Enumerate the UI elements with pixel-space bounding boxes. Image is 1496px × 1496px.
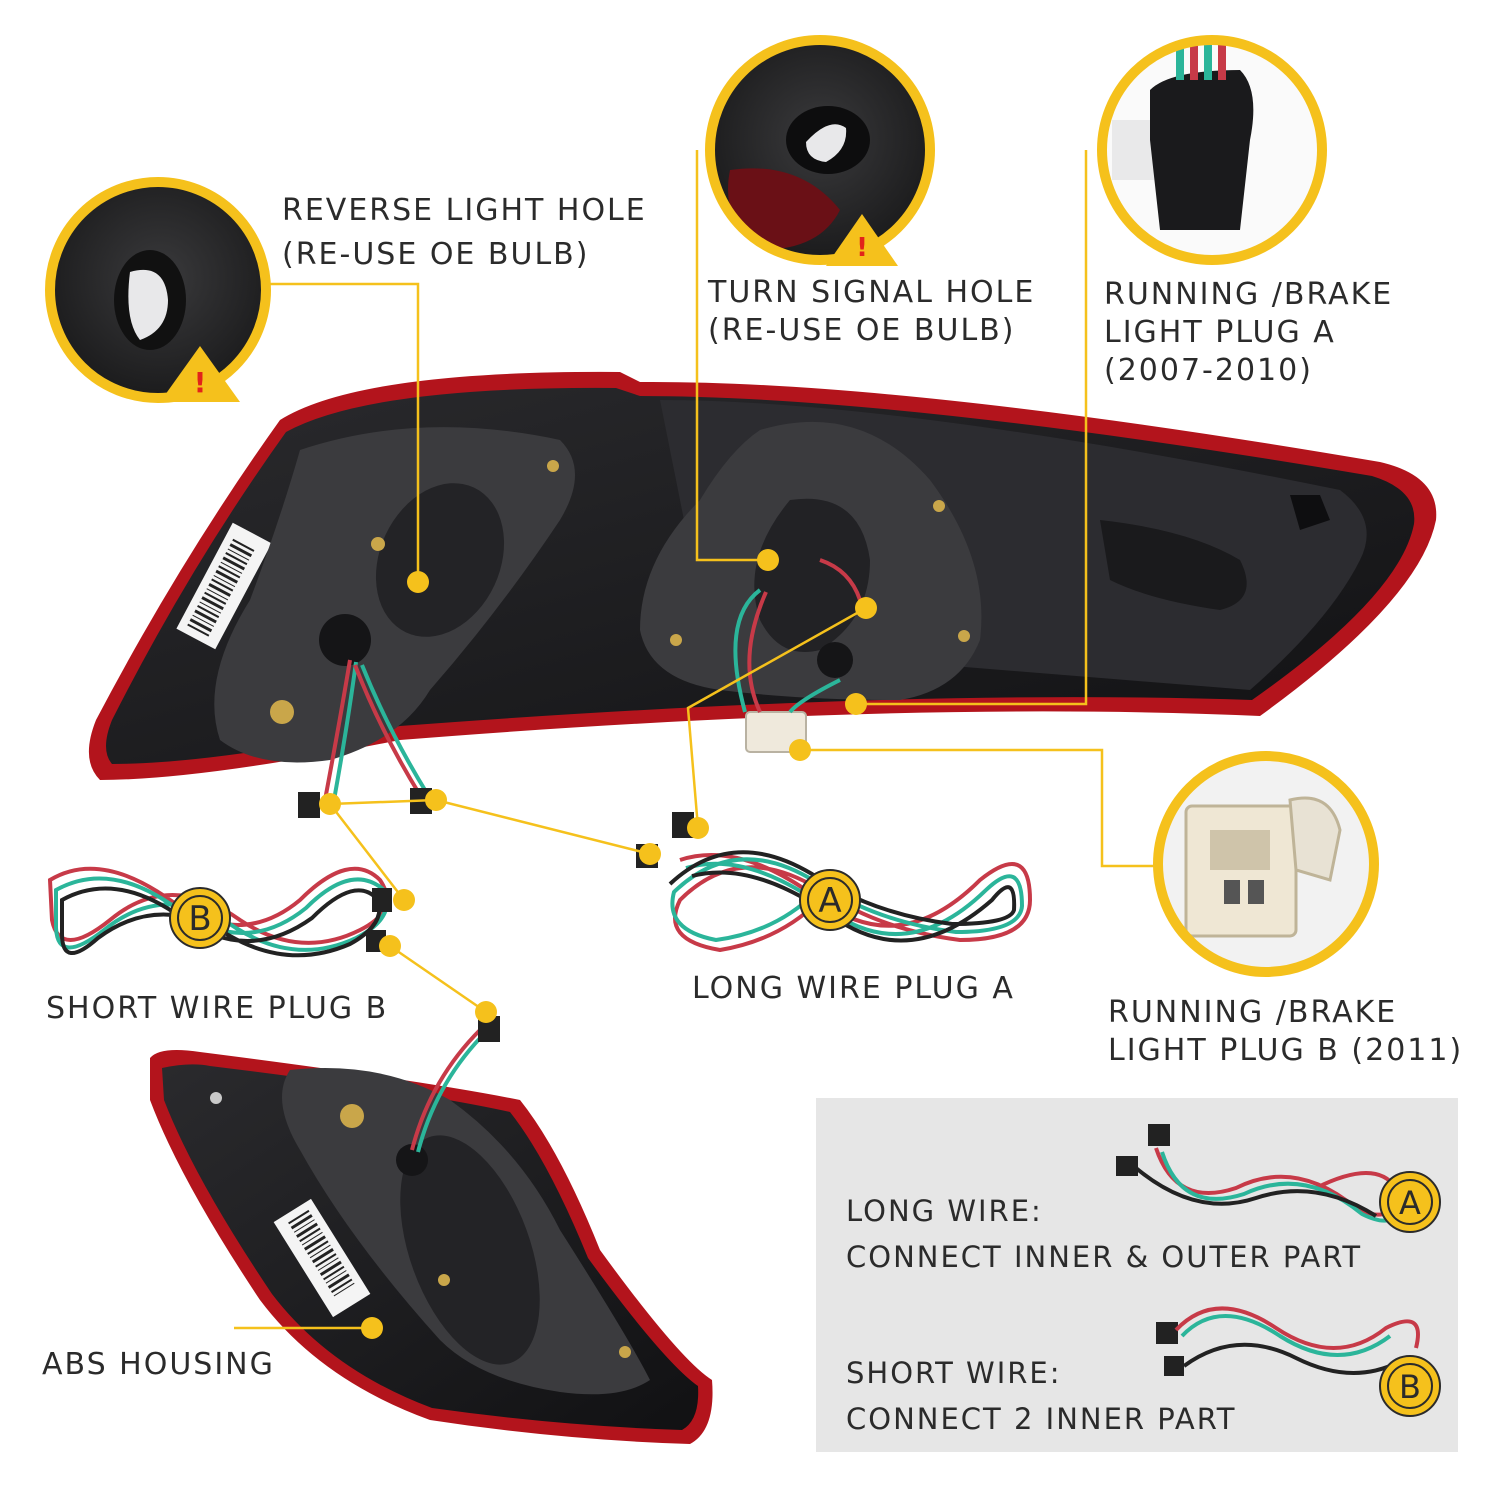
label-plug-b-line1: RUNNING /BRAKE	[1108, 995, 1398, 1030]
warning-icon: !	[826, 214, 898, 266]
legend-long-wire-title: LONG WIRE:	[846, 1194, 1043, 1228]
warning-icon: !	[160, 346, 240, 402]
label-plug-a-line1: RUNNING /BRAKE	[1104, 277, 1394, 312]
label-reverse-hole-line1: REVERSE LIGHT HOLE	[282, 193, 647, 228]
inner-tail-light	[150, 1016, 713, 1444]
legend-badge-a: A	[1379, 1171, 1441, 1233]
legend-long-wire-desc: CONNECT INNER & OUTER PART	[846, 1240, 1363, 1274]
wire-legend: A B LONG WIRE: CONNECT INNER & OUTER PAR…	[816, 1098, 1458, 1452]
callout-lines	[234, 150, 1160, 1330]
svg-text:A: A	[1399, 1184, 1421, 1222]
svg-text:B: B	[1399, 1368, 1421, 1406]
detail-circle-plug-b	[1153, 751, 1379, 977]
detail-circle-turn-hole	[705, 35, 935, 265]
label-turn-hole-line1: TURN SIGNAL HOLE	[708, 275, 1036, 310]
label-plug-a-line3: (2007-2010)	[1104, 353, 1313, 388]
label-turn-hole-line2: (RE-USE OE BULB)	[708, 313, 1016, 348]
svg-text:A: A	[818, 881, 841, 921]
detail-circle-reverse-hole	[45, 177, 271, 403]
legend-badge-b: B	[1379, 1355, 1441, 1417]
label-reverse-hole-line2: (RE-USE OE BULB)	[282, 237, 590, 272]
legend-short-wire-title: SHORT WIRE:	[846, 1356, 1062, 1390]
callout-dots	[319, 549, 877, 1339]
badge-a: A	[799, 869, 861, 931]
label-abs-housing: ABS HOUSING	[42, 1347, 275, 1382]
white-plug-a	[745, 711, 807, 753]
legend-wire-b-icon	[1156, 1306, 1420, 1376]
svg-text:!: !	[856, 233, 868, 263]
legend-art: A B	[1116, 1124, 1441, 1417]
label-short-wire-plug-b: SHORT WIRE PLUG B	[46, 991, 389, 1026]
legend-wire-a-icon	[1116, 1124, 1404, 1223]
detail-circle-plug-a	[1097, 35, 1327, 265]
svg-text:B: B	[188, 899, 211, 939]
label-plug-b-line2: LIGHT PLUG B (2011)	[1108, 1033, 1464, 1068]
label-long-wire-plug-a: LONG WIRE PLUG A	[692, 971, 1015, 1006]
svg-text:!: !	[194, 366, 207, 399]
legend-short-wire-desc: CONNECT 2 INNER PART	[846, 1402, 1237, 1436]
badge-b: B	[169, 887, 231, 949]
label-plug-a-line2: LIGHT PLUG A	[1104, 315, 1336, 350]
